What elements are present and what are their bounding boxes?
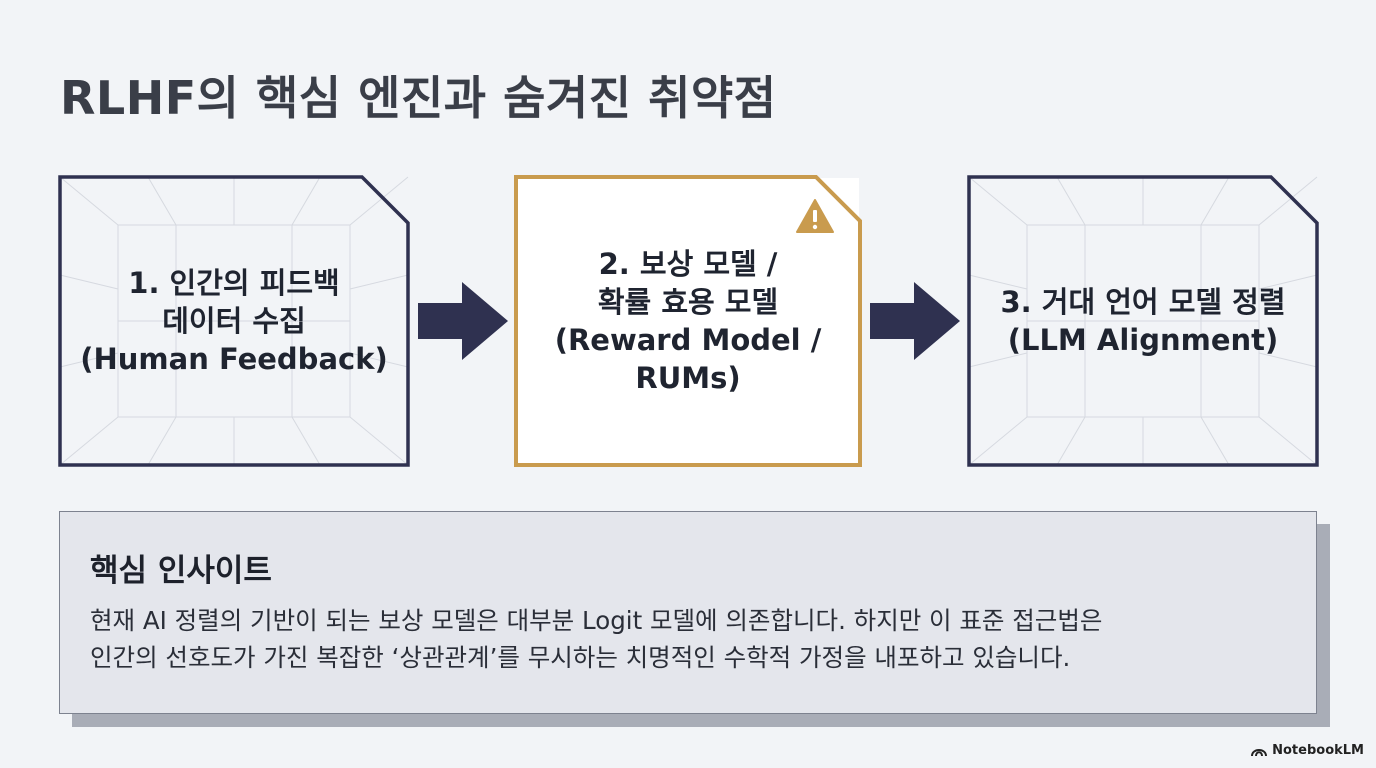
arrow-right-icon [870,282,960,360]
step-label-line: 3. 거대 언어 모델 정렬 [1000,285,1286,319]
brand-label: NotebookLM [1272,743,1364,758]
step-label-line: 1. 인간의 피드백 [128,266,340,300]
step-label-line: (Human Feedback) [80,342,388,376]
warning-icon [796,199,834,233]
brand-watermark: NotebookLM [1251,743,1364,758]
step-label-line: (LLM Alignment) [1007,323,1279,357]
step-label: 2. 보상 모델 / 확률 효용 모델 (Reward Model / RUMs… [514,175,862,467]
insight-line: 현재 AI 정렬의 기반이 되는 보상 모델은 대부분 Logit 모델에 의존… [90,606,1103,635]
step-label-line: 확률 효용 모델 [597,285,779,319]
step-frame [967,175,1319,467]
insight-line: 인간의 선호도가 가진 복잡한 ‘상관관계’를 무시하는 치명적인 수학적 가정… [90,643,1071,672]
step-label: 3. 거대 언어 모델 정렬 (LLM Alignment) [967,175,1319,467]
step-label-line: RUMs) [635,361,741,395]
arrow-right-icon [418,282,508,360]
step-frame [58,175,410,467]
insight-body: 현재 AI 정렬의 기반이 되는 보상 모델은 대부분 Logit 모델에 의존… [90,602,1300,676]
step-label-line: 2. 보상 모델 / [598,247,778,281]
step-human-feedback: 1. 인간의 피드백 데이터 수집 (Human Feedback) [58,175,410,467]
step-llm-alignment: 3. 거대 언어 모델 정렬 (LLM Alignment) [967,175,1319,467]
step-label: 1. 인간의 피드백 데이터 수집 (Human Feedback) [58,175,410,467]
page-title: RLHF의 핵심 엔진과 숨겨진 취약점 [60,71,777,125]
insight-box: 핵심 인사이트 현재 AI 정렬의 기반이 되는 보상 모델은 대부분 Logi… [59,511,1317,714]
step-label-line: (Reward Model / [554,323,822,357]
step-label-line: 데이터 수집 [162,304,306,338]
notebooklm-logo-icon [1251,748,1268,756]
insight-heading: 핵심 인사이트 [90,553,272,589]
